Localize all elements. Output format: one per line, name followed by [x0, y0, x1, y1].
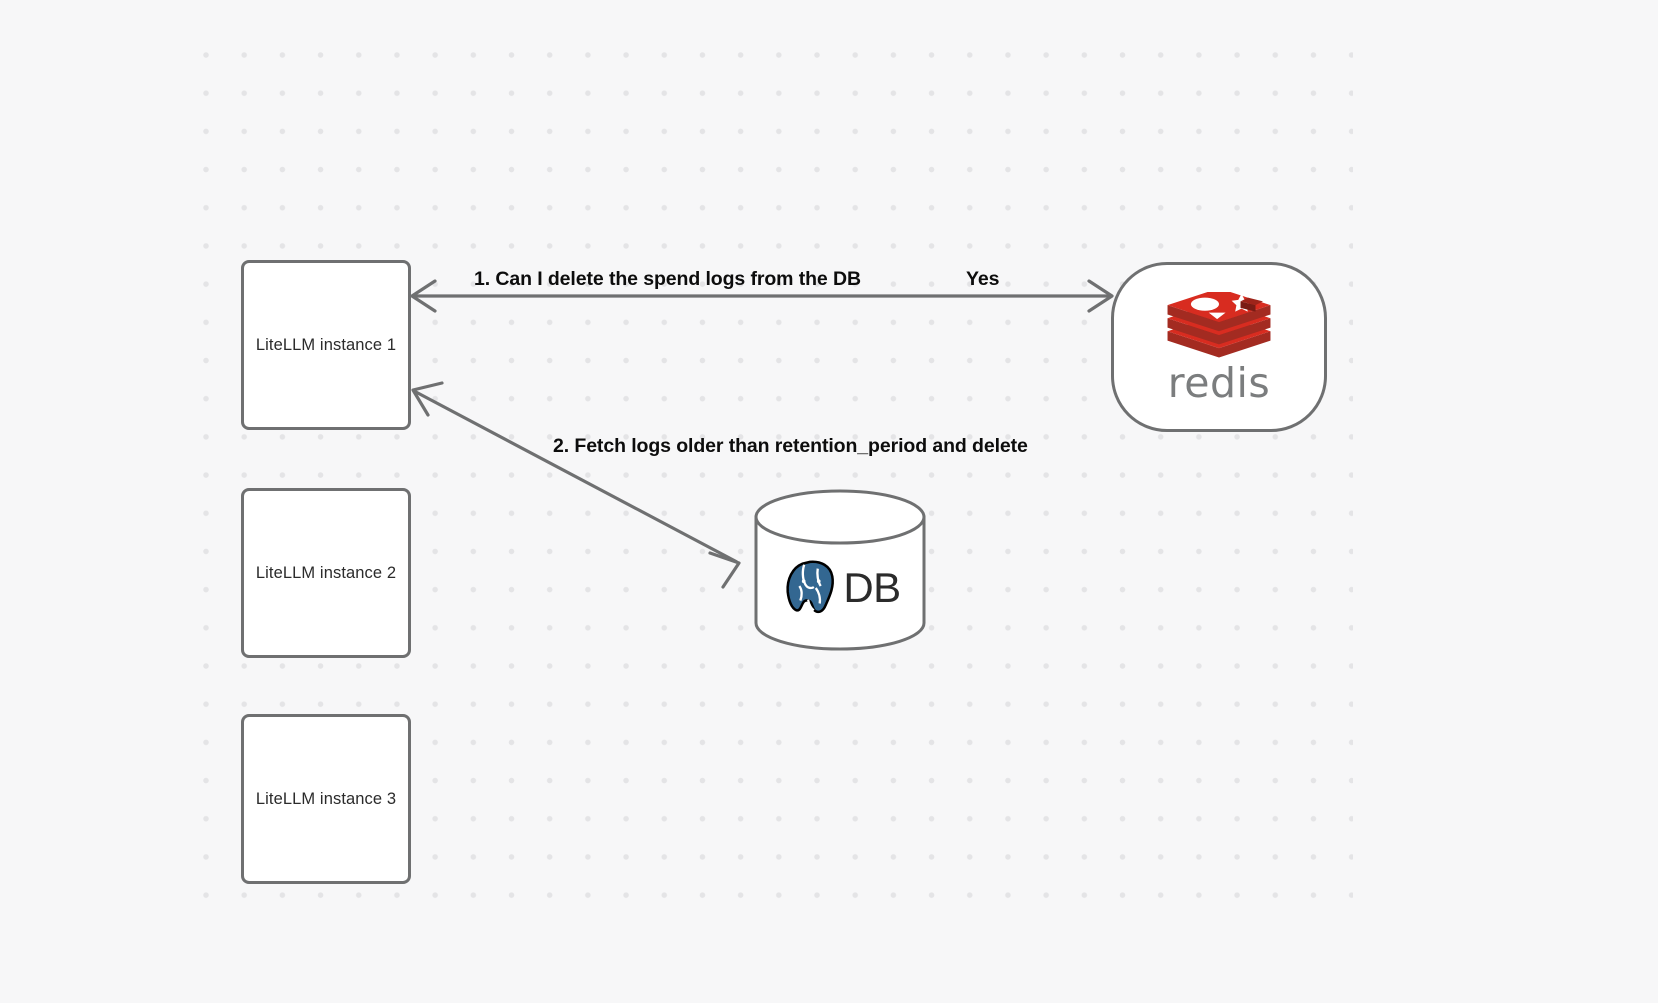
node-label-instance-2: LiteLLM instance 2 — [255, 563, 397, 582]
cylinder-shape — [754, 489, 926, 651]
redis-wordmark-label: redis — [1167, 359, 1271, 407]
arrowhead-left — [410, 279, 437, 313]
node-database[interactable]: DB — [753, 489, 927, 651]
postgresql-elephant-icon — [784, 560, 836, 615]
edge-instance1-database — [411, 381, 741, 589]
edge-label-yes: Yes — [966, 268, 1000, 290]
redis-logo-icon: redis — [1160, 292, 1278, 404]
arrowhead-right — [1087, 279, 1114, 313]
node-label-instance-3: LiteLLM instance 3 — [255, 789, 397, 808]
arrowhead-down-right — [708, 551, 741, 589]
node-litellm-instance-2[interactable]: LiteLLM instance 2 — [241, 488, 411, 658]
node-redis[interactable]: redis — [1111, 262, 1327, 432]
edge-label-step-2: 2. Fetch logs older than retention_perio… — [553, 435, 1028, 457]
node-litellm-instance-3[interactable]: LiteLLM instance 3 — [241, 714, 411, 884]
node-litellm-instance-1[interactable]: LiteLLM instance 1 — [241, 260, 411, 430]
redis-stack-icon — [1167, 292, 1271, 358]
database-content: DB — [753, 543, 927, 633]
database-label: DB — [843, 564, 901, 611]
edge-label-step-1: 1. Can I delete the spend logs from the … — [474, 268, 861, 290]
node-label-instance-1: LiteLLM instance 1 — [255, 335, 397, 354]
arrowhead-up-left — [411, 381, 444, 417]
